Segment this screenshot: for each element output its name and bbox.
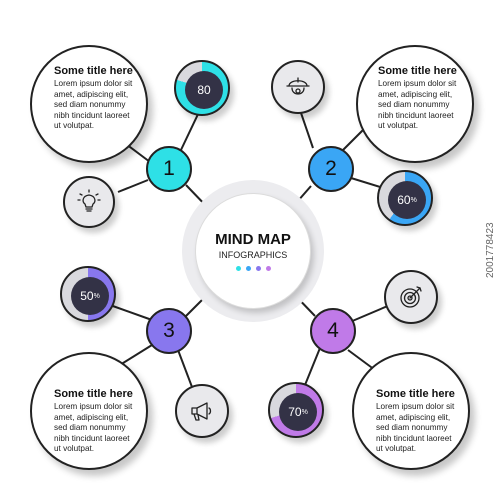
gauge-2-value: 60	[397, 193, 411, 207]
number-circle-2: 2	[308, 146, 354, 192]
gauge-1-value: 80	[197, 83, 211, 97]
gauge-3-inner: 50%	[71, 277, 109, 315]
stock-id: 2001778423	[485, 222, 496, 278]
gauge-4-unit: %	[301, 408, 308, 416]
center-title: MIND MAP	[215, 231, 291, 248]
center-dot-1	[235, 266, 241, 271]
number-2: 2	[325, 157, 337, 180]
text-circle-1: Some title here Lorem ipsum dolor sit am…	[30, 45, 148, 163]
icon-circle-1	[63, 176, 115, 228]
gauge-3-value: 50	[80, 289, 94, 303]
connector-3-gauge	[109, 304, 153, 321]
center-subtitle: INFOGRAPHICS	[218, 250, 288, 260]
connector-1-icon	[117, 179, 149, 193]
branch-1-title: Some title here	[54, 65, 133, 77]
text-circle-2: Some title here Lorem ipsum dolor sit am…	[356, 45, 474, 163]
text-circle-4: Some title here Lorem ipsum dolor sit am…	[352, 352, 470, 470]
center-dot-3	[255, 266, 261, 271]
number-circle-1: 1	[146, 146, 192, 192]
lightbulb-icon	[77, 189, 101, 212]
gauge-circle-4: 70%	[268, 382, 324, 438]
connector-2-icon	[299, 109, 314, 149]
branch-2-title: Some title here	[378, 65, 457, 77]
branch-3-title: Some title here	[54, 388, 133, 400]
gauge-circle-2: 60%	[377, 170, 433, 226]
center-dot-2	[245, 266, 251, 271]
center-node: MIND MAP INFOGRAPHICS	[195, 193, 311, 309]
branch-4-body: Lorem ipsum dolor sit amet, adipiscing e…	[376, 402, 455, 454]
connector-3-icon	[177, 349, 193, 388]
gauge-circle-1: 80	[174, 60, 230, 116]
target-icon	[400, 286, 422, 308]
connector-4-gauge	[304, 347, 321, 386]
icon-circle-4	[384, 270, 438, 324]
icon-circle-2	[271, 60, 325, 114]
branch-3-body: Lorem ipsum dolor sit amet, adipiscing e…	[54, 402, 133, 454]
center-dots	[196, 266, 310, 271]
gauge-1-inner: 80	[185, 71, 223, 109]
branch-1-body: Lorem ipsum dolor sit amet, adipiscing e…	[54, 79, 133, 131]
gauge-4-value: 70	[288, 405, 302, 419]
worker-helmet-icon	[286, 77, 310, 95]
icon-circle-3	[175, 384, 229, 438]
number-circle-3: 3	[146, 308, 192, 354]
number-1: 1	[163, 157, 175, 180]
number-3: 3	[163, 319, 175, 342]
gauge-3-unit: %	[93, 292, 100, 300]
number-circle-4: 4	[310, 308, 356, 354]
connector-1-gauge	[179, 109, 201, 153]
branch-2-body: Lorem ipsum dolor sit amet, adipiscing e…	[378, 79, 457, 131]
center-dot-4	[265, 266, 271, 271]
text-circle-3: Some title here Lorem ipsum dolor sit am…	[30, 352, 148, 470]
gauge-4-inner: 70%	[279, 393, 317, 431]
connector-2-text	[342, 127, 366, 151]
gauge-circle-3: 50%	[60, 266, 116, 322]
gauge-2-unit: %	[410, 196, 417, 204]
megaphone-icon	[191, 402, 212, 421]
branch-4-title: Some title here	[376, 388, 455, 400]
number-4: 4	[327, 319, 339, 342]
gauge-2-inner: 60%	[388, 181, 426, 219]
connector-4-icon	[349, 304, 391, 323]
